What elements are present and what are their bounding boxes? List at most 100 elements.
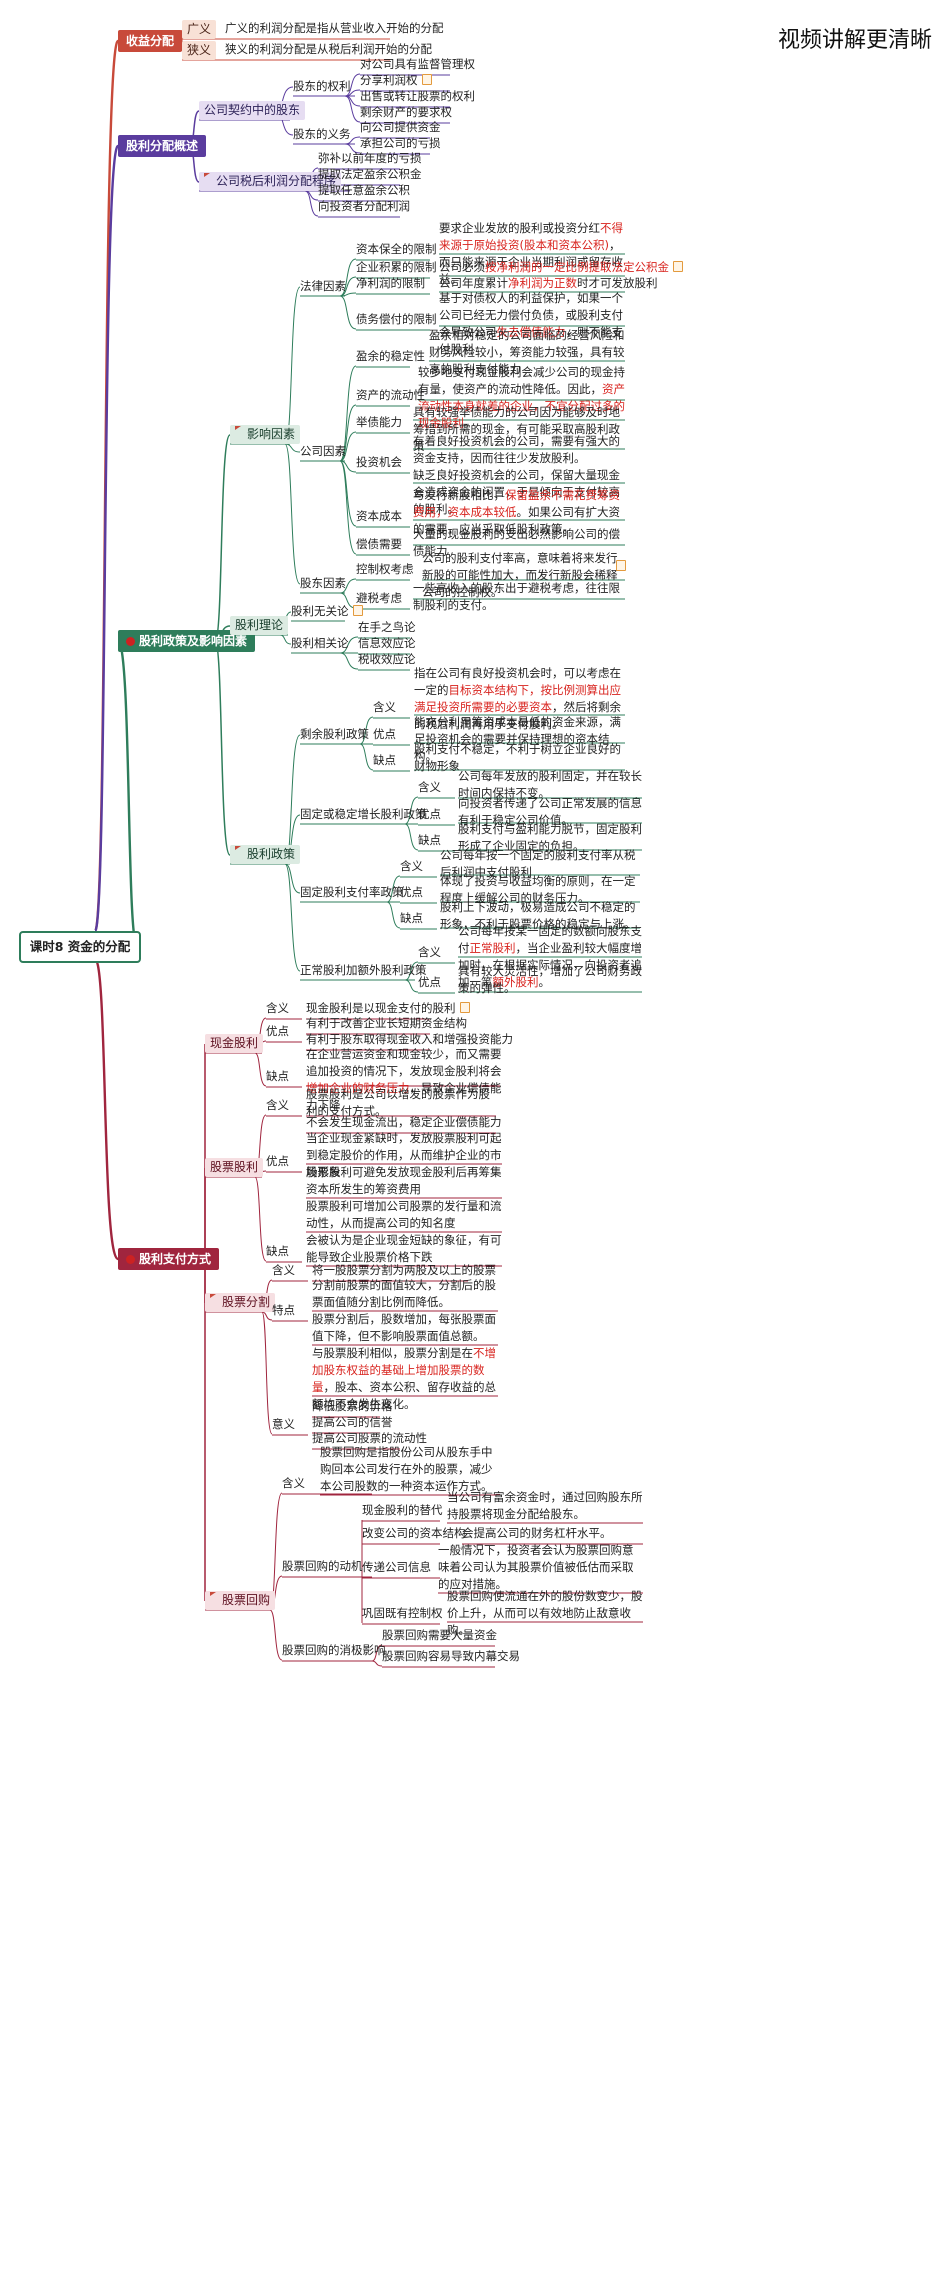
note-icon[interactable]: [421, 74, 432, 85]
negative-large-funds: 股票回购需要大量资金: [382, 1628, 497, 1642]
motive-capital-structure[interactable]: 改变公司的资本结构: [362, 1526, 466, 1540]
motive-consolidate-control[interactable]: 巩固既有控制权: [362, 1606, 443, 1620]
stock-advantage-3: 股票股利可避免发放现金股利后再筹集资本所发生的筹资费用: [306, 1165, 502, 1196]
subtopic-dividend-policy-types[interactable]: 股利政策: [230, 845, 301, 864]
ratio-meaning-label[interactable]: 含义: [400, 859, 423, 873]
proc-cover-losses: 弥补以前年度的亏损: [318, 151, 422, 165]
split-significance-3: 提高公司股票的流动性: [312, 1431, 427, 1445]
note-icon[interactable]: [459, 1002, 470, 1013]
subtopic-influencing-factors[interactable]: 影响因素: [230, 425, 301, 444]
stock-advantage-label[interactable]: 优点: [266, 1154, 289, 1168]
node-capital-preservation[interactable]: 资本保全的限制: [356, 242, 437, 256]
buyback-meaning-label[interactable]: 含义: [282, 1476, 305, 1490]
topic-dividend-overview[interactable]: 股利分配概述: [118, 135, 207, 157]
stock-meaning-label[interactable]: 含义: [266, 1098, 289, 1112]
node-legal-factors[interactable]: 法律因素: [300, 279, 346, 293]
node-irrelevance-theory[interactable]: 股利无关论: [291, 603, 363, 620]
motive-signal-info[interactable]: 传递公司信息: [362, 1560, 431, 1574]
subtopic-cash-dividend[interactable]: 现金股利: [205, 1034, 264, 1053]
cash-disadvantage-label[interactable]: 缺点: [266, 1069, 289, 1083]
tag-broad[interactable]: 广义: [182, 20, 217, 39]
residual-disadvantage-label[interactable]: 缺点: [373, 753, 396, 767]
poor-investment-desc: 缺乏良好投资机会的公司，保留大量现金会造成资金的闲置，于是倾向于支付较高的股利。: [413, 468, 620, 516]
stock-disadvantage-label[interactable]: 缺点: [266, 1244, 289, 1258]
flag-icon: [210, 1294, 219, 1303]
policy-fixed-payout-ratio[interactable]: 固定股利支付率政策: [300, 885, 404, 899]
subtopic-stock-buyback[interactable]: 股票回购: [205, 1591, 276, 1610]
node-repayment-need[interactable]: 偿债需要: [356, 537, 402, 551]
fixed-disadvantage-label[interactable]: 缺点: [418, 833, 441, 847]
ratio-disadvantage-label[interactable]: 缺点: [400, 911, 423, 925]
subtopic-stock-dividend[interactable]: 股票股利: [205, 1158, 264, 1177]
broad-definition: 广义的利润分配是指从营业收入开始的分配: [225, 21, 444, 35]
subtopic-stock-split[interactable]: 股票分割: [205, 1293, 276, 1312]
policy-residual[interactable]: 剩余股利政策: [300, 727, 369, 741]
buyback-motive-label[interactable]: 股票回购的动机: [282, 1559, 363, 1573]
note-icon[interactable]: [616, 560, 626, 571]
split-feature-2: 股票分割后，股数增加，每张股票面值下降，但不影响股票面值总额。: [312, 1312, 496, 1343]
node-control-consideration[interactable]: 控制权考虑: [356, 562, 414, 576]
capital-cost-desc: 与发行新股相比，保留盈余不需花费筹资费用，资本成本较低。如果公司有扩大资的需要，…: [413, 488, 620, 536]
priority-icon: [126, 1255, 135, 1264]
normal-advantage-label[interactable]: 优点: [418, 975, 441, 989]
normal-advantage-desc: 具有较大灵活性，增加了公司财务政策的弹性。: [458, 964, 642, 995]
cash-advantage-1: 有利于改善企业长短期资金结构: [306, 1016, 467, 1030]
split-feature-label[interactable]: 特点: [272, 1303, 295, 1317]
asset-liquidity-desc: 较多地支付现金股利会减少公司的现金持有量，使资产的流动性降低。因此，资产流动性本…: [418, 365, 625, 430]
normal-meaning-label[interactable]: 含义: [418, 945, 441, 959]
split-feature-1: 分割前股票的面值较大，分割后的股票面值随分割比例而降低。: [312, 1278, 496, 1309]
tag-narrow[interactable]: 狭义: [182, 41, 217, 60]
cash-advantage-label[interactable]: 优点: [266, 1024, 289, 1038]
node-company-factors[interactable]: 公司因素: [300, 444, 346, 458]
topic-profit-distribution[interactable]: 收益分配: [118, 30, 183, 52]
node-accumulation-limit[interactable]: 企业积累的限制: [356, 260, 437, 274]
proc-discretionary-reserve: 提取任意盈余公积: [318, 183, 410, 197]
flag-icon: [235, 426, 244, 435]
node-capital-cost[interactable]: 资本成本: [356, 509, 402, 523]
buyback-negative-label[interactable]: 股票回购的消极影响: [282, 1643, 386, 1657]
policy-fixed-or-stable[interactable]: 固定或稳定增长股利政策: [300, 807, 427, 821]
node-net-profit-limit[interactable]: 净利润的限制: [356, 276, 425, 290]
node-relevance-theory[interactable]: 股利相关论: [291, 636, 349, 650]
node-shareholder-rights[interactable]: 股东的权利: [293, 79, 351, 93]
subtopic-distribution-procedure[interactable]: 公司税后利润分配程序: [199, 172, 342, 191]
node-debt-repayment-limit[interactable]: 债务偿付的限制: [356, 312, 437, 326]
note-icon[interactable]: [673, 261, 683, 272]
debt-repayment-desc: 基于对债权人的利益保护，如果一个公司已经无力偿付负债，或股利支付会导致公司失去偿…: [439, 291, 623, 356]
node-investment-opportunity[interactable]: 投资机会: [356, 455, 402, 469]
node-shareholder-duties[interactable]: 股东的义务: [293, 127, 351, 141]
node-asset-liquidity[interactable]: 资产的流动性: [356, 388, 425, 402]
node-borrowing-capacity[interactable]: 举债能力: [356, 415, 402, 429]
root-topic[interactable]: 课时8 资金的分配: [19, 931, 141, 963]
residual-meaning-label[interactable]: 含义: [373, 700, 396, 714]
policy-regular-plus-extra[interactable]: 正常股利加额外股利政策: [300, 963, 427, 977]
accumulation-desc: 公司必须按净利润的一定比例提取法定公积金: [439, 259, 683, 276]
cash-disadvantage-desc: 在企业营运资金和现金较少，而又需要追加投资的情况下，发放现金股利将会增加企业的财…: [306, 1047, 502, 1112]
motive-cash-substitute[interactable]: 现金股利的替代: [362, 1503, 443, 1517]
topic-dividend-payment[interactable]: 股利支付方式: [118, 1248, 220, 1270]
buyback-meaning-desc: 股票回购是指股份公司从股东手中购回本公司发行在外的股票，减少本公司股数的一种资本…: [320, 1445, 493, 1493]
residual-advantage-label[interactable]: 优点: [373, 727, 396, 741]
subtopic-dividend-theory[interactable]: 股利理论: [230, 616, 289, 635]
note-icon[interactable]: [352, 605, 363, 616]
priority-icon: [126, 637, 135, 646]
fixed-disadvantage-desc: 股利支付与盈利能力脱节，固定股利形成了企业固定的负担。: [458, 822, 642, 853]
node-shareholder-factors[interactable]: 股东因素: [300, 576, 346, 590]
tax-avoidance-desc: 一些高收入的股东出于避税考虑，往往限制股利的支付。: [413, 581, 620, 612]
motive-consolidate-control-desc: 股票回购使流通在外的股份数变少，股价上升，从而可以有效地防止敌意收购。: [447, 1589, 643, 1637]
ratio-advantage-label[interactable]: 优点: [400, 885, 423, 899]
split-meaning-label[interactable]: 含义: [272, 1263, 295, 1277]
node-earnings-stability[interactable]: 盈余的稳定性: [356, 349, 425, 363]
flag-icon: [204, 173, 213, 182]
subtopic-shareholder-contract[interactable]: 公司契约中的股东: [199, 101, 306, 120]
right-supervision: 对公司具有监督管理权: [360, 57, 475, 71]
topic-dividend-policy[interactable]: 股利政策及影响因素: [118, 630, 256, 652]
fixed-advantage-label[interactable]: 优点: [418, 807, 441, 821]
split-significance-label[interactable]: 意义: [272, 1417, 295, 1431]
residual-advantage-desc: 能充分利用筹资成本最低的资金来源，满足投资机会的需要并保持理想的资本结构。: [414, 715, 621, 763]
fixed-advantage-desc: 向投资者传递了公司正常发展的信息有利于稳定公司价值。: [458, 796, 642, 827]
node-tax-avoidance[interactable]: 避税考虑: [356, 591, 402, 605]
borrowing-capacity-desc: 具有较强举债能力的公司因为能够及时地筹措到所需的现金，有可能采取高股利政策: [413, 405, 620, 453]
cash-meaning-label[interactable]: 含义: [266, 1001, 289, 1015]
fixed-meaning-label[interactable]: 含义: [418, 780, 441, 794]
